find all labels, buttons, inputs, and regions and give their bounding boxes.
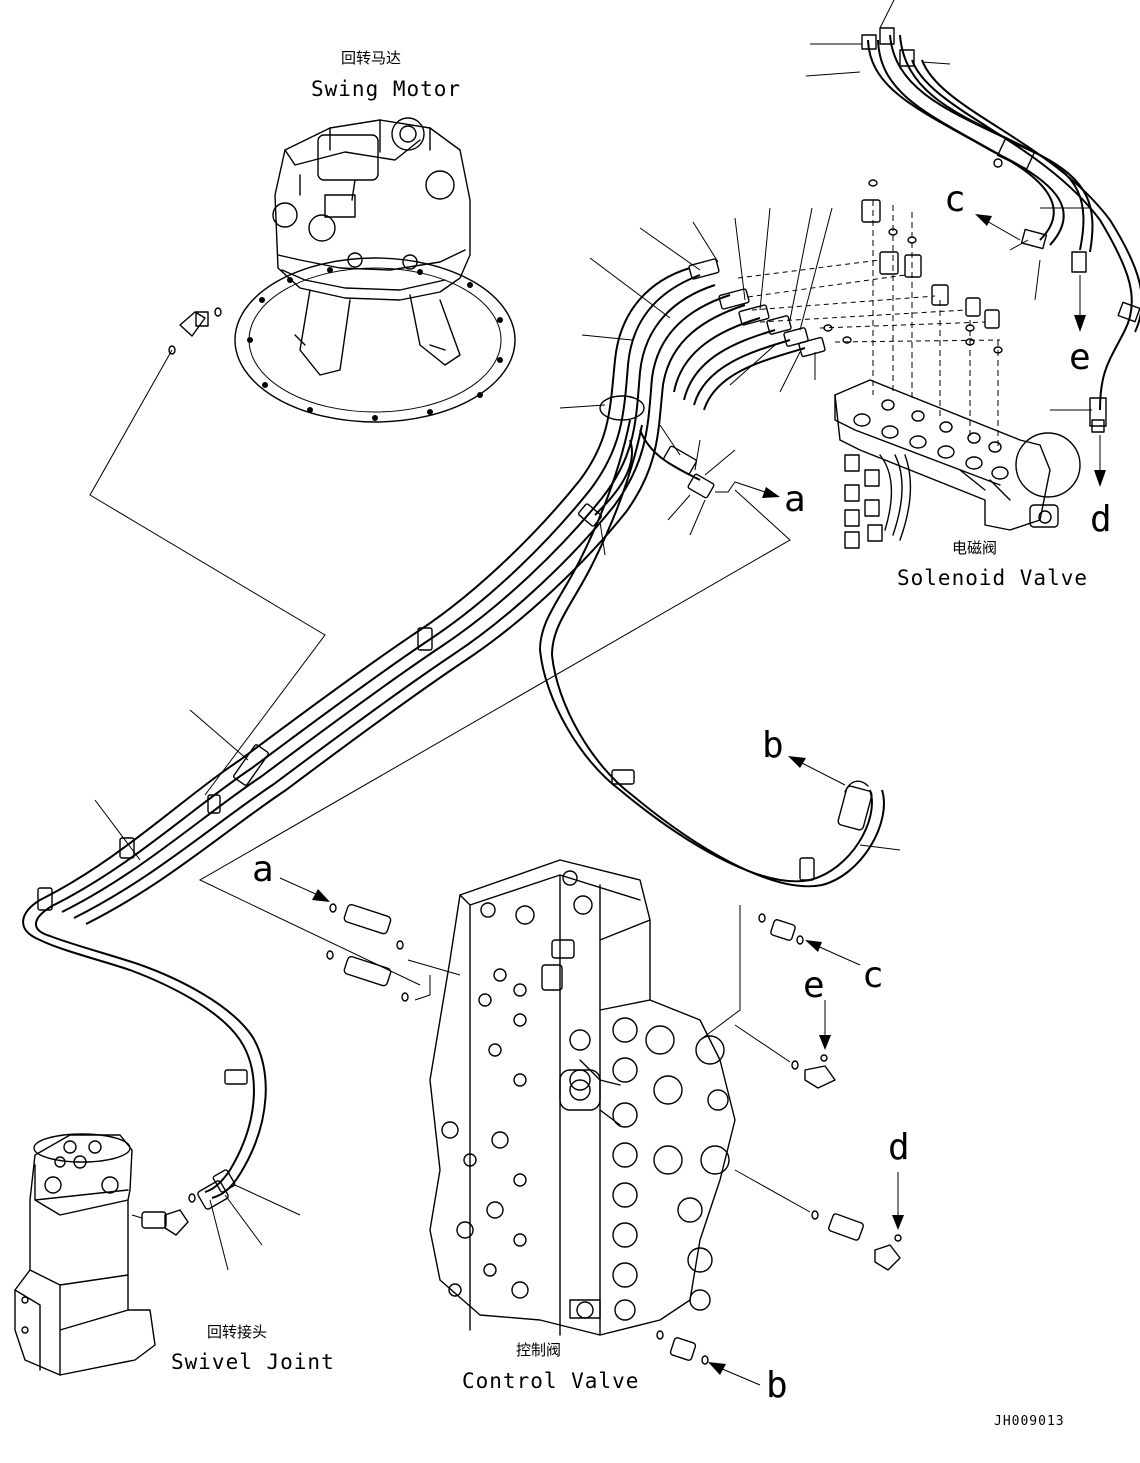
control-valve-drawing xyxy=(429,859,736,1336)
main-hose-bundle xyxy=(22,258,885,1210)
swing-motor-label-cn: 回转马达 xyxy=(341,49,402,67)
swing-motor-label-en: Swing Motor xyxy=(311,77,462,101)
upper-right-hoses xyxy=(805,0,1140,433)
control-valve-right-fittings xyxy=(734,913,904,1271)
solenoid-valve-label-cn: 电磁阀 xyxy=(952,539,998,557)
control-valve-bottom-fitting xyxy=(656,1330,761,1386)
drawing-code: JH009013 xyxy=(994,1414,1065,1429)
callout-leader-lines xyxy=(94,207,901,1271)
ref-b-source: b xyxy=(762,725,784,766)
swivel-joint-label-cn: 回转接头 xyxy=(207,1323,268,1341)
ref-c-target: c xyxy=(862,955,884,996)
ref-arrow-a-target xyxy=(279,877,330,902)
control-valve-label-en: Control Valve xyxy=(462,1369,640,1393)
ref-arrow-b-source xyxy=(788,756,846,786)
control-valve-label-cn: 控制阀 xyxy=(516,1341,562,1359)
swivel-joint-drawing xyxy=(14,1133,196,1376)
assembly-leader-lines xyxy=(89,349,791,1041)
ref-a-source: a xyxy=(784,479,806,520)
ref-b-target: b xyxy=(766,1365,788,1406)
swivel-joint-label-en: Swivel Joint xyxy=(171,1350,335,1374)
swing-motor-drawing xyxy=(234,117,516,423)
control-valve-left-fittings xyxy=(326,903,461,1002)
ref-d-source: d xyxy=(1090,499,1112,540)
swing-motor-elbow-fitting xyxy=(168,307,222,355)
solenoid-valve-label-en: Solenoid Valve xyxy=(897,566,1089,590)
solenoid-valve-drawing xyxy=(834,379,1081,549)
ref-arrow-a-source xyxy=(715,481,780,498)
ref-d-target: d xyxy=(888,1127,910,1168)
ref-e-source: e xyxy=(1069,337,1091,378)
ref-arrows-top-right xyxy=(975,214,1106,487)
ref-c-source: c xyxy=(944,179,966,220)
ref-e-target: e xyxy=(803,965,825,1006)
solenoid-port-fittings xyxy=(737,179,1003,450)
ref-a-target: a xyxy=(252,849,274,890)
